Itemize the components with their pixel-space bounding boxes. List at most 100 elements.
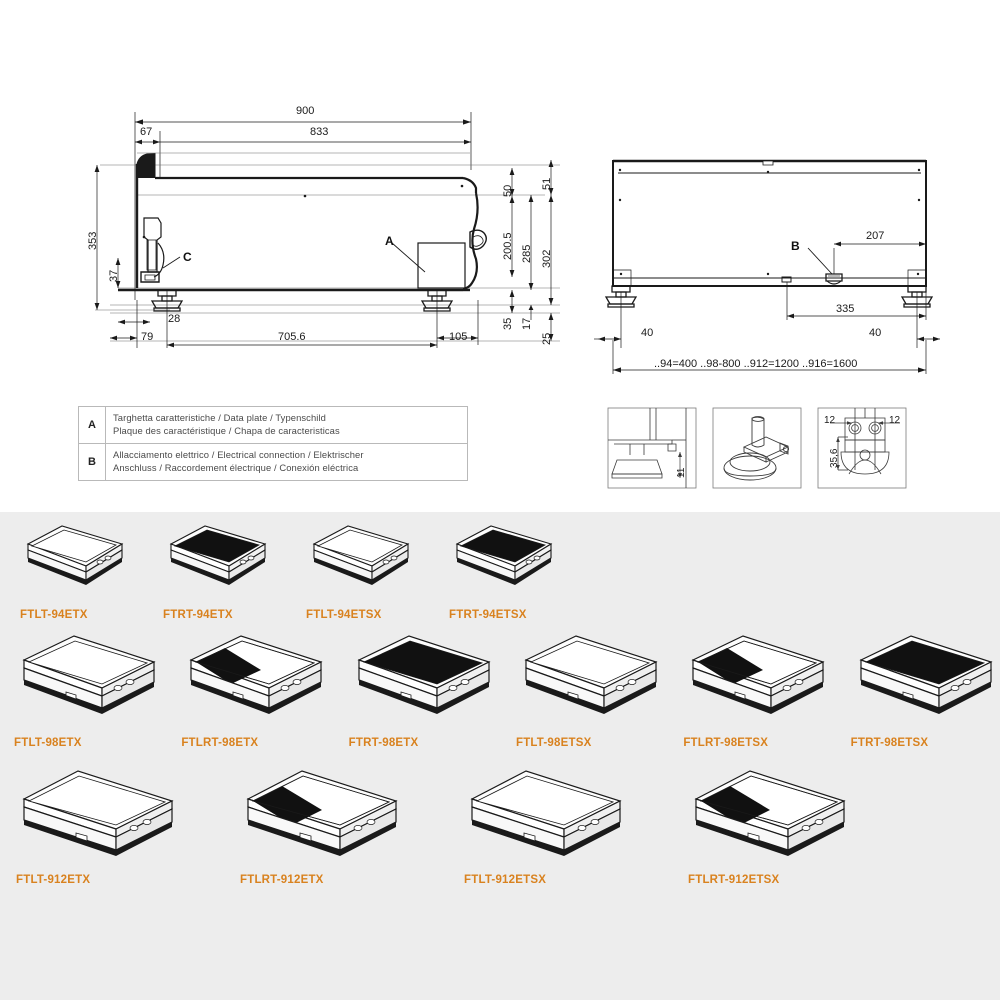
gallery-row-3: FTLT-912ETX	[0, 767, 1000, 886]
dim-207: 207	[866, 230, 885, 242]
unit-medium-halfribbed-icon	[189, 635, 323, 714]
product-item[interactable]: FTRT-94ETX	[163, 522, 278, 621]
technical-drawing-area: 900 833 67 79 28 705.6 105 353 37 51 50 …	[78, 105, 940, 489]
product-gallery: FTLT-94ETX	[0, 512, 1000, 1000]
unit-medium-ribbed-icon	[357, 635, 491, 714]
product-label: FTRT-98ETSX	[850, 737, 929, 749]
product-label: FTLT-912ETSX	[464, 874, 547, 886]
callout-a: A	[385, 234, 394, 248]
product-item[interactable]: FTLRT-98ETX	[181, 630, 344, 749]
unit-small-smooth-icon	[26, 525, 124, 585]
legend-key-a: A	[79, 407, 106, 443]
legend-row-b: B Allacciamento elettrico / Electrical c…	[79, 444, 467, 480]
product-illustration	[449, 522, 564, 605]
product-item[interactable]: FTLT-912ETX	[16, 767, 190, 886]
detail-dim-12-left: 12	[824, 415, 836, 426]
drawings-svg	[94, 112, 940, 489]
unit-small-ribbed-s-icon	[455, 525, 553, 585]
product-item[interactable]: FTLT-98ETX	[14, 630, 177, 749]
dim-50: 50	[502, 184, 514, 197]
product-label: FTLT-98ETSX	[515, 737, 592, 749]
detail-dim-35-6: 35,6	[829, 448, 840, 468]
product-label: FTLT-912ETX	[16, 874, 91, 886]
unit-medium-halfribbed-s-icon	[691, 635, 825, 714]
product-item[interactable]: FTLT-98ETSX	[516, 630, 679, 749]
product-label: FTLRT-98ETX	[181, 737, 259, 749]
dim-335: 335	[836, 303, 855, 315]
dim-25: 25	[541, 332, 553, 345]
legend-text-a: Targhetta caratteristiche / Data plate /…	[106, 407, 347, 443]
dim-40-right: 40	[869, 327, 882, 339]
legend-row-a: A Targhetta caratteristiche / Data plate…	[79, 407, 467, 444]
gallery-row-1: FTLT-94ETX	[0, 522, 1000, 621]
dim-28: 28	[168, 313, 181, 325]
product-illustration	[20, 522, 135, 605]
dim-17: 17	[521, 317, 533, 330]
product-label: FTLRT-912ETSX	[688, 874, 780, 886]
dim-37: 37	[108, 269, 120, 282]
legend-key-b: B	[79, 444, 106, 480]
product-illustration	[464, 767, 638, 872]
unit-medium-smooth-icon	[22, 635, 156, 714]
unit-medium-smooth-s-icon	[524, 635, 658, 714]
product-label: FTLT-98ETX	[14, 737, 82, 749]
legend-a-line2: Plaque des caractéristique / Chapa de ca…	[113, 425, 340, 437]
legend-table: A Targhetta caratteristiche / Data plate…	[78, 406, 468, 481]
detail-dim-12-right: 12	[889, 415, 901, 426]
legend-b-line2: Anschluss / Raccordement électrique / Co…	[113, 462, 359, 474]
product-label: FTLRT-98ETSX	[683, 737, 769, 749]
product-item[interactable]: FTLRT-912ETX	[240, 767, 414, 886]
product-illustration	[14, 630, 177, 735]
product-illustration	[688, 767, 862, 872]
dim-40-left: 40	[641, 327, 654, 339]
product-item[interactable]: FTRT-98ETX	[349, 630, 512, 749]
product-label: FTLT-94ETSX	[306, 609, 382, 621]
product-illustration	[163, 522, 278, 605]
unit-large-smooth-icon	[22, 770, 174, 856]
dim-200-5: 200.5	[502, 232, 514, 260]
legend-text-b: Allacciamento elettrico / Electrical con…	[106, 444, 371, 480]
product-item[interactable]: FTLT-912ETSX	[464, 767, 638, 886]
dim-705-6: 705.6	[278, 331, 306, 343]
product-item[interactable]: FTLRT-98ETSX	[683, 630, 846, 749]
callout-c: C	[183, 250, 192, 264]
dim-833: 833	[310, 126, 329, 138]
product-illustration	[240, 767, 414, 872]
product-illustration	[516, 630, 679, 735]
callout-b: B	[791, 239, 800, 253]
dim-900: 900	[296, 105, 315, 117]
product-illustration	[306, 522, 421, 605]
unit-small-smooth-s-icon	[312, 525, 410, 585]
product-item[interactable]: FTRT-98ETSX	[851, 630, 1000, 749]
detail-dim-11: 11	[676, 467, 687, 478]
product-item[interactable]: FTRT-94ETSX	[449, 522, 564, 621]
product-label: FTLRT-912ETX	[240, 874, 324, 886]
unit-small-ribbed-icon	[169, 525, 267, 585]
product-illustration	[349, 630, 512, 735]
product-item[interactable]: FTLT-94ETSX	[306, 522, 421, 621]
legend-a-line1: Targhetta caratteristiche / Data plate /…	[113, 412, 326, 423]
dim-353: 353	[87, 231, 99, 250]
dim-285: 285	[521, 244, 533, 263]
dim-35: 35	[502, 317, 514, 330]
dim-79: 79	[141, 331, 154, 343]
product-illustration	[851, 630, 1000, 735]
product-item[interactable]: FTLRT-912ETSX	[688, 767, 862, 886]
product-illustration	[683, 630, 846, 735]
product-label: FTLT-94ETX	[20, 609, 88, 621]
unit-medium-ribbed-s-icon	[859, 635, 993, 714]
unit-large-halfribbed-s-icon	[694, 770, 846, 856]
product-label: FTRT-98ETX	[348, 737, 419, 749]
unit-large-halfribbed-icon	[246, 770, 398, 856]
legend-b-line1: Allacciamento elettrico / Electrical con…	[113, 449, 364, 460]
dim-51: 51	[541, 177, 553, 190]
gallery-row-2: FTLT-98ETX	[0, 630, 1000, 749]
product-label: FTRT-94ETX	[163, 609, 233, 621]
product-item[interactable]: FTLT-94ETX	[20, 522, 135, 621]
dim-302: 302	[541, 249, 553, 268]
product-illustration	[16, 767, 190, 872]
product-illustration	[181, 630, 344, 735]
dim-105: 105	[449, 331, 468, 343]
product-label: FTRT-94ETSX	[449, 609, 527, 621]
